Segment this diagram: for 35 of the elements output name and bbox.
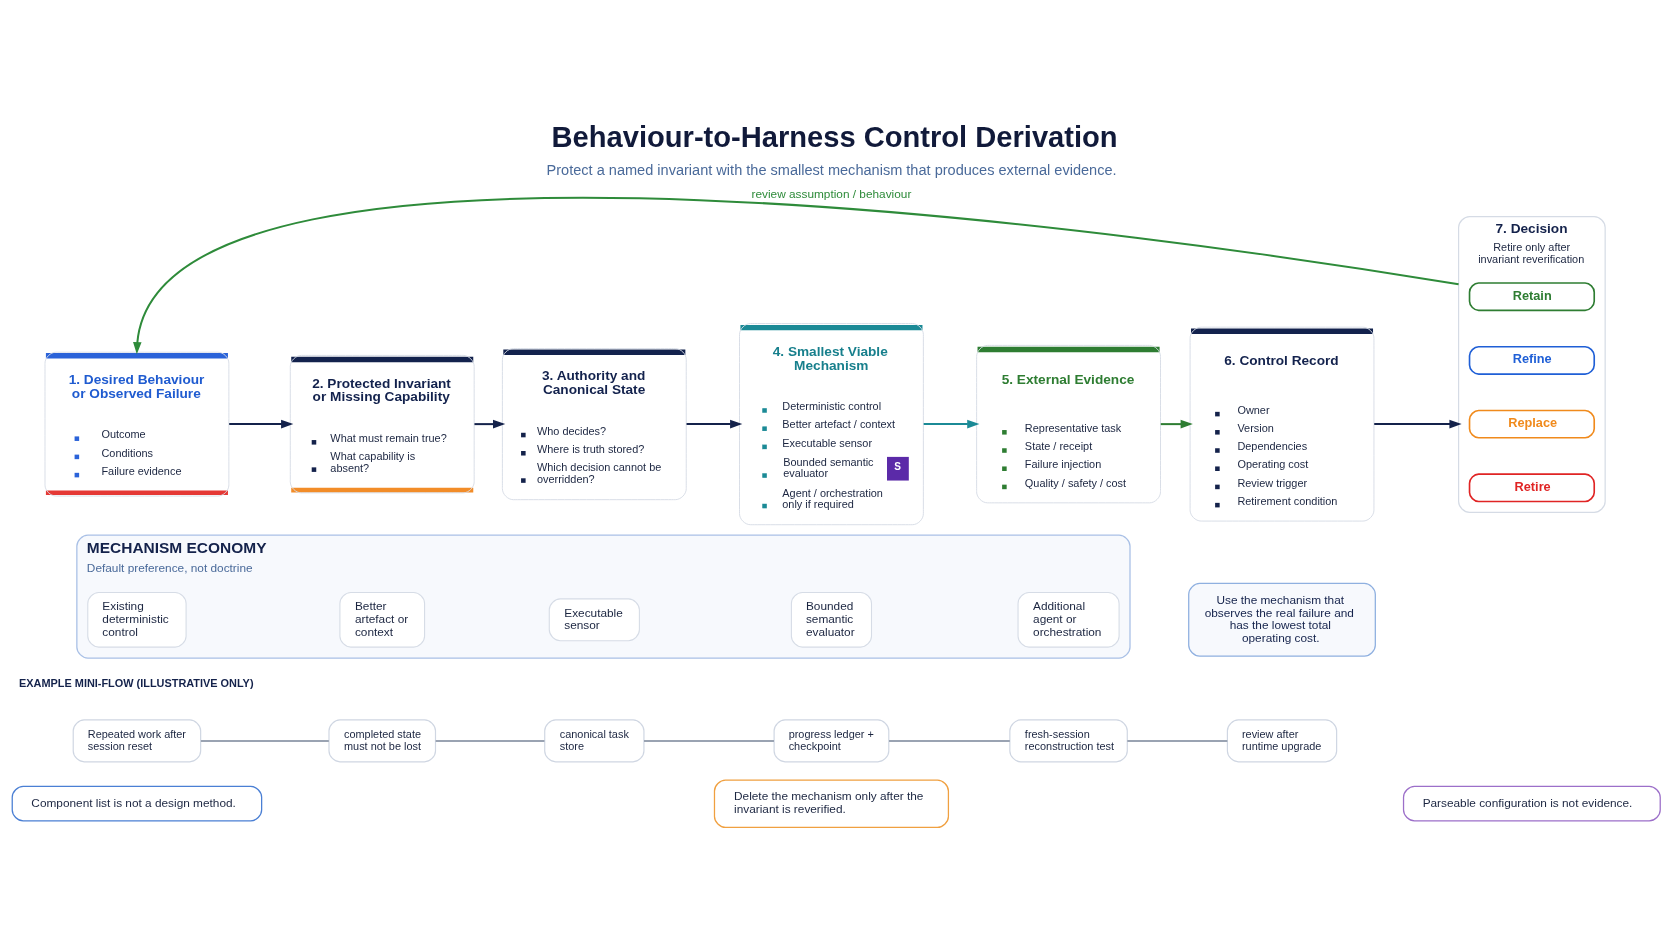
node-box: review after runtime upgrade [1226,718,1338,762]
node-box: Better artefact or context [339,591,426,648]
node-box: Retire [1468,472,1596,502]
arrow [1373,419,1462,428]
connector [199,739,330,742]
node-box: Replace [1468,409,1596,439]
node-box: progress ledger + checkpoint [773,718,890,762]
arrow [133,196,1460,354]
connector [888,739,1011,742]
node-box: Refine [1468,345,1596,375]
node-box: Existing deterministic control [87,591,187,648]
label: EXAMPLE MINI-FLOW (ILLUSTRATIVE ONLY) [19,676,254,689]
arrow [473,419,506,428]
caption: Protect a named invariant with the smallest mechanism that produces external evidence. [546,161,1117,178]
arrow [228,419,294,428]
diagram-title: Behaviour-to-Harness Control Derivation [551,120,1118,153]
node-box: Retain [1468,281,1596,311]
node-box: completed state must not be lost [328,718,437,762]
node-box: Use the mechanism that observes the real failure and has the lowest total operating cost. [1188,582,1376,657]
node-box: Bounded semantic evaluator [790,591,873,648]
edge-label: review assumption / behaviour [751,186,912,201]
node-box: Executable sensor [548,597,640,641]
node-box: canonical task store [544,718,645,762]
node-box: fresh-session reconstruction test [1009,718,1128,762]
connector [434,739,546,742]
node-box: Repeated work after session reset [72,718,202,762]
connector [643,739,775,742]
arrow [685,419,743,428]
node-box: Delete the mechanism only after the invariant is reverified. [713,778,950,828]
arrow [922,419,980,428]
node-box: Additional agent or orchestration [1017,591,1120,648]
node-box: Parseable configuration is not evidence. [1402,785,1661,822]
arrow [1159,419,1193,428]
node-box: Component list is not a design method. [11,785,263,822]
connector [1126,739,1229,742]
